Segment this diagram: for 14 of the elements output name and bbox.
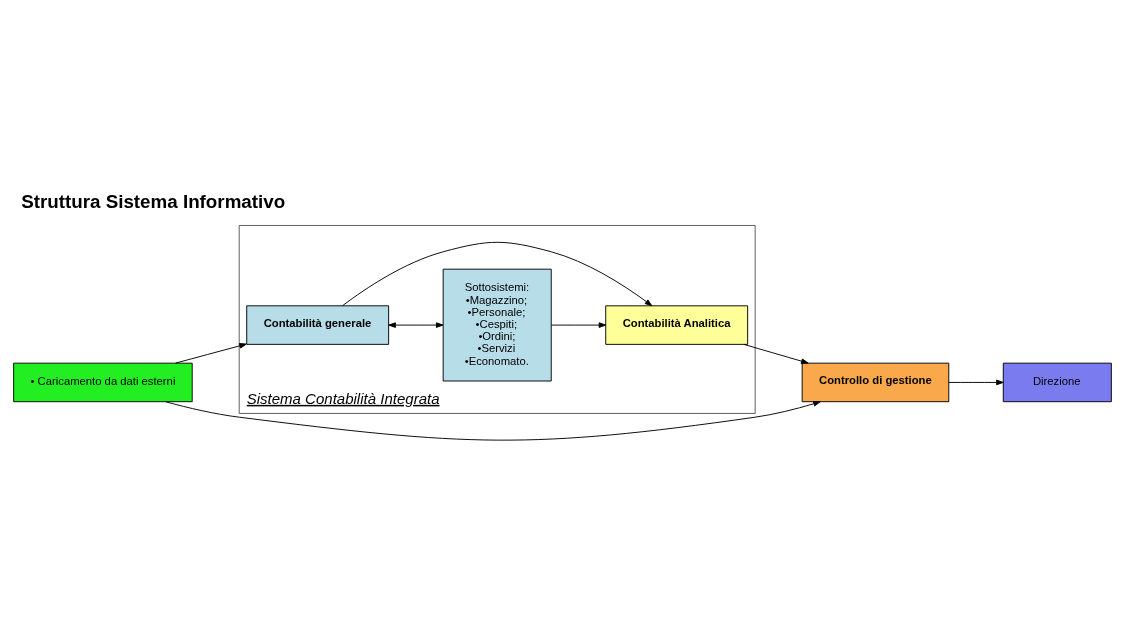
arrow: [342, 241, 653, 307]
arrow: [550, 322, 607, 328]
arrow: [948, 379, 1004, 386]
node-box: Direzione: [1002, 362, 1112, 403]
arrow: [165, 400, 821, 441]
arrow: [743, 343, 809, 364]
node-box: Sottosistemi: •Magazzino; •Personale; •Cespiti; •Ordini; •Servizi •Economato.: [442, 268, 552, 382]
node-box: Contabilità Analitica: [605, 305, 749, 345]
arrow: [175, 343, 247, 364]
node-box: Controllo di gestione: [801, 362, 950, 403]
node-box: Contabilità generale: [246, 305, 390, 345]
arrow: [388, 322, 444, 328]
diagram-title: Struttura Sistema Informativo: [21, 190, 286, 212]
node-box: • Caricamento da dati esterni: [13, 362, 193, 403]
